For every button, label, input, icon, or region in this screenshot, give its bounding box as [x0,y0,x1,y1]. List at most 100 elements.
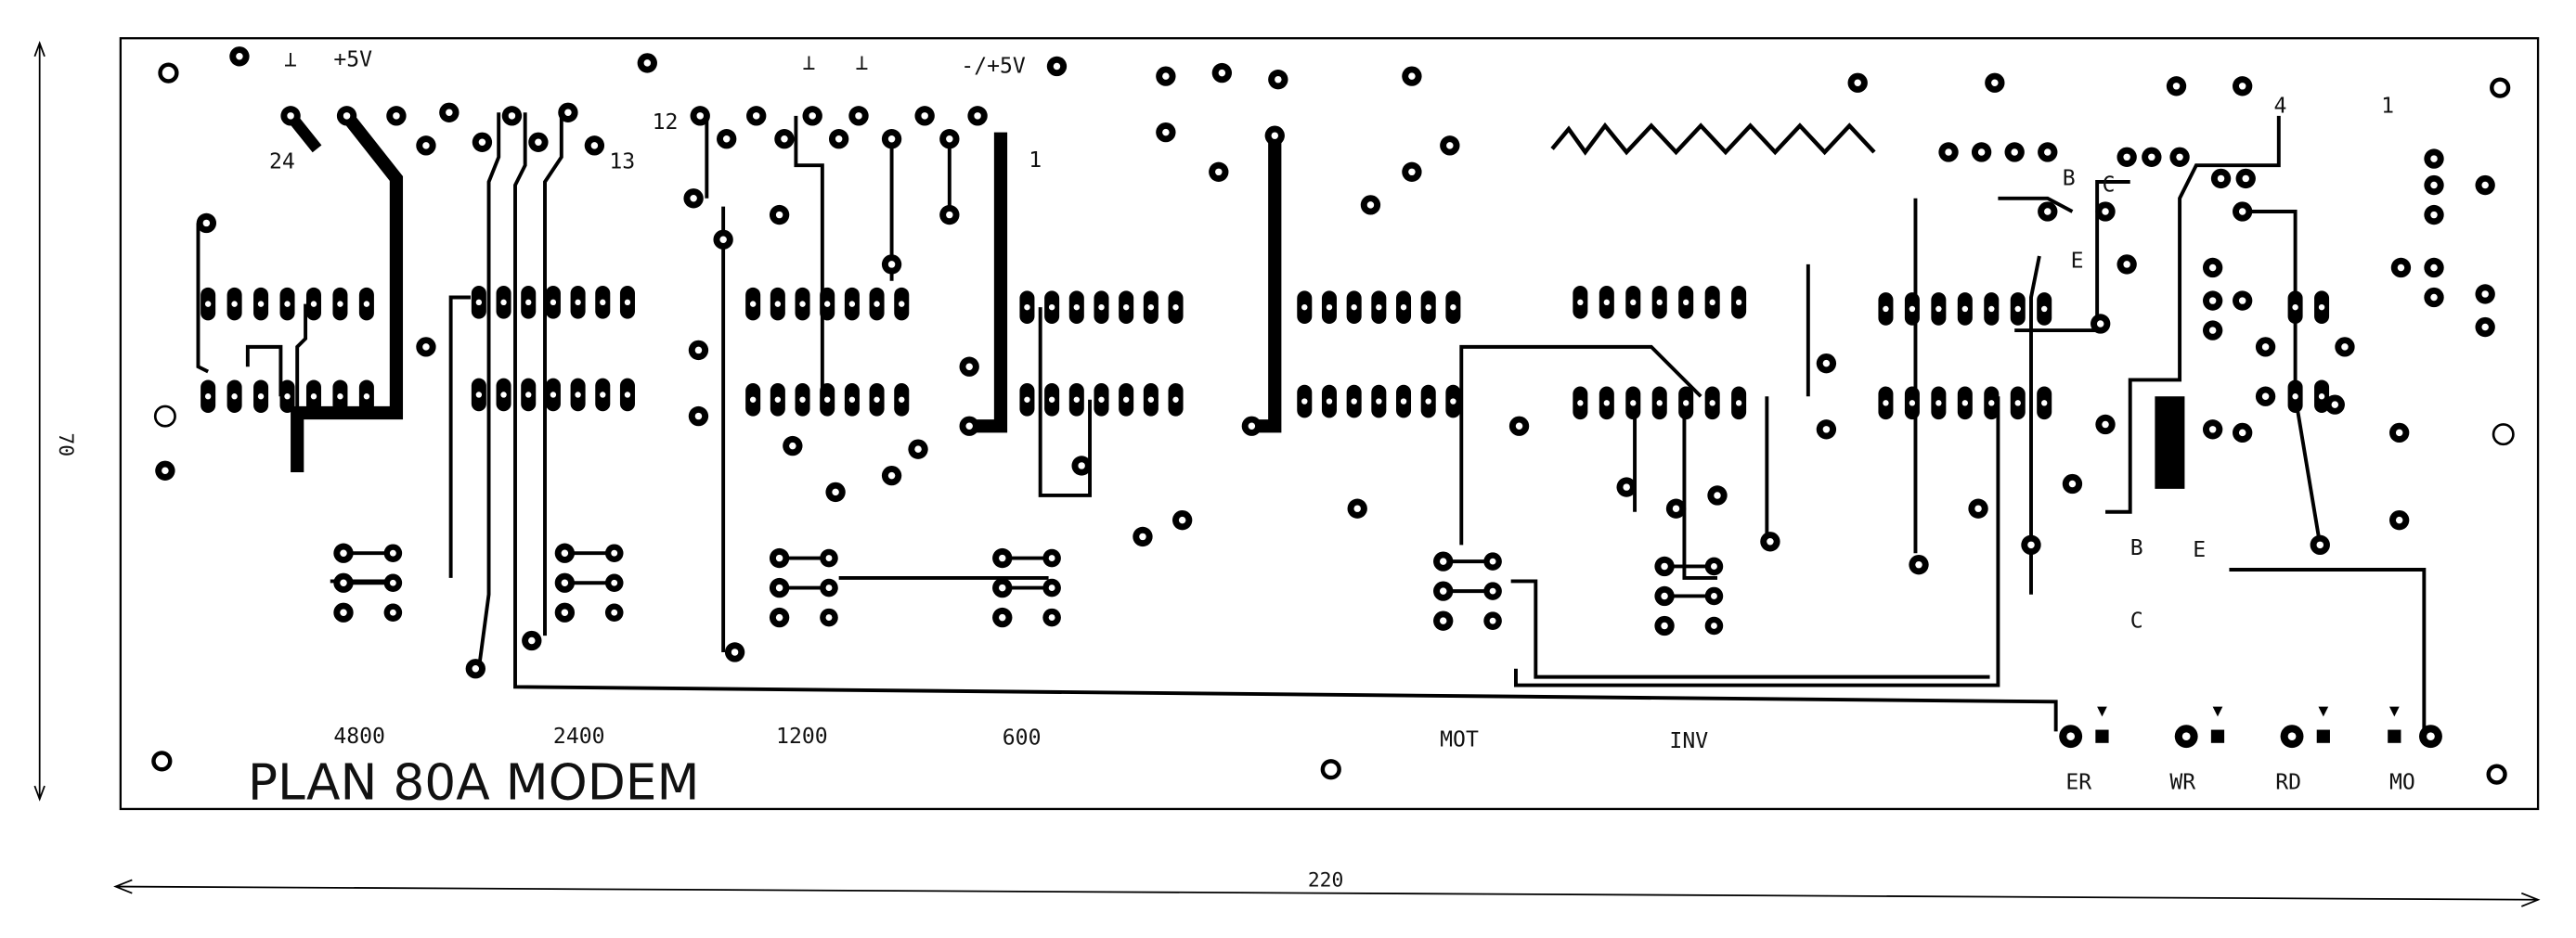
drill-hole [1122,396,1130,403]
drill-hole [525,392,532,398]
drill-hole [611,609,618,616]
component-pad-block [2155,396,2185,489]
drill-hole [340,609,347,616]
drill-hole [600,299,606,306]
drill-hole [775,554,783,562]
drill-hole [1489,558,1496,565]
drill-hole [528,636,536,645]
drill-hole [1366,201,1375,209]
fiducial-mark [153,405,176,428]
copper-trace [970,132,1008,433]
drill-hole [343,112,351,120]
drill-hole [1425,303,1431,311]
drill-hole [1439,558,1447,565]
transistor-emitter-label: E [2071,249,2084,273]
drill-hole [2395,516,2403,524]
baud-label-600: 600 [1003,726,1042,751]
drill-hole [478,138,486,147]
drill-hole [550,392,557,398]
drill-hole [1439,587,1447,595]
drill-hole [500,299,507,306]
drill-hole [1353,505,1361,512]
drill-hole [799,396,806,403]
drill-hole [2011,148,2018,156]
drill-hole [475,299,483,306]
drill-hole [575,299,581,306]
drill-hole [2341,343,2349,351]
copper-trace [2014,180,2130,333]
drill-hole [2172,83,2181,90]
drill-hole [1711,593,1717,599]
drill-hole [525,299,532,306]
led-triangle-icon [2318,706,2329,717]
drill-hole [1139,533,1146,541]
drill-hole [999,613,1006,622]
drill-hole [887,261,896,268]
drill-hole [1661,562,1668,571]
drill-hole [236,53,243,60]
drill-hole [2041,305,2048,313]
copper-pads [151,46,2515,785]
drill-hole [2481,181,2489,189]
copper-trace [448,295,471,578]
drill-hole [446,109,453,117]
drill-hole [774,396,782,403]
led-triangle-icon [2388,706,2400,717]
drill-hole [1909,305,1916,313]
mounting-hole [1320,759,1341,780]
drill-hole [1711,623,1717,629]
drill-hole [2176,153,2183,161]
drill-hole [1122,303,1130,311]
drill-hole [363,301,370,307]
drill-hole [1630,299,1637,306]
drill-hole [914,445,922,453]
drill-hole [1735,400,1742,406]
width-label: 220 [1308,869,1344,893]
drill-hole [1351,398,1357,405]
drill-hole [284,301,291,307]
drill-hole [1162,72,1170,80]
drill-hole [231,301,238,307]
drill-hole [1218,69,1226,77]
copper-trace [1038,307,1092,497]
drill-hole [965,422,973,430]
drill-hole [1711,563,1717,570]
drill-hole [874,396,880,403]
drill-hole [835,135,843,143]
drill-hole [1326,398,1333,405]
drill-hole [2238,429,2246,437]
drill-hole [1489,617,1496,624]
mounting-hole [2490,77,2511,98]
drill-hole [825,555,833,561]
drill-hole [257,301,265,307]
drill-hole [1351,303,1357,311]
drill-hole [1271,132,1279,139]
drill-hole [1408,168,1416,176]
drill-hole [389,579,396,586]
drill-hole [564,109,572,117]
drill-hole [887,135,896,143]
drill-hole [257,393,265,400]
drill-hole [1172,303,1179,311]
drill-hole [1883,400,1889,406]
led-label-er: ER [2065,771,2091,795]
drill-hole [422,343,430,351]
drill-hole [1577,400,1584,406]
drill-hole [1935,400,1942,406]
drill-hole [2208,263,2217,272]
drill-hole [1735,299,1742,306]
drill-hole [965,363,973,370]
drill-hole [1400,398,1407,405]
drill-hole [899,396,905,403]
drill-hole [2430,181,2438,189]
drill-hole [1822,426,1831,433]
led-square-pad [2210,729,2225,743]
drill-hole [575,392,581,398]
copper-trace [2246,210,2323,546]
drill-hole [774,301,782,307]
drill-hole [1248,422,1256,430]
drill-hole [2242,174,2249,183]
drill-hole [2292,393,2298,400]
transistor-emitter-label: E [2193,538,2206,562]
drill-hole [1991,79,1999,86]
